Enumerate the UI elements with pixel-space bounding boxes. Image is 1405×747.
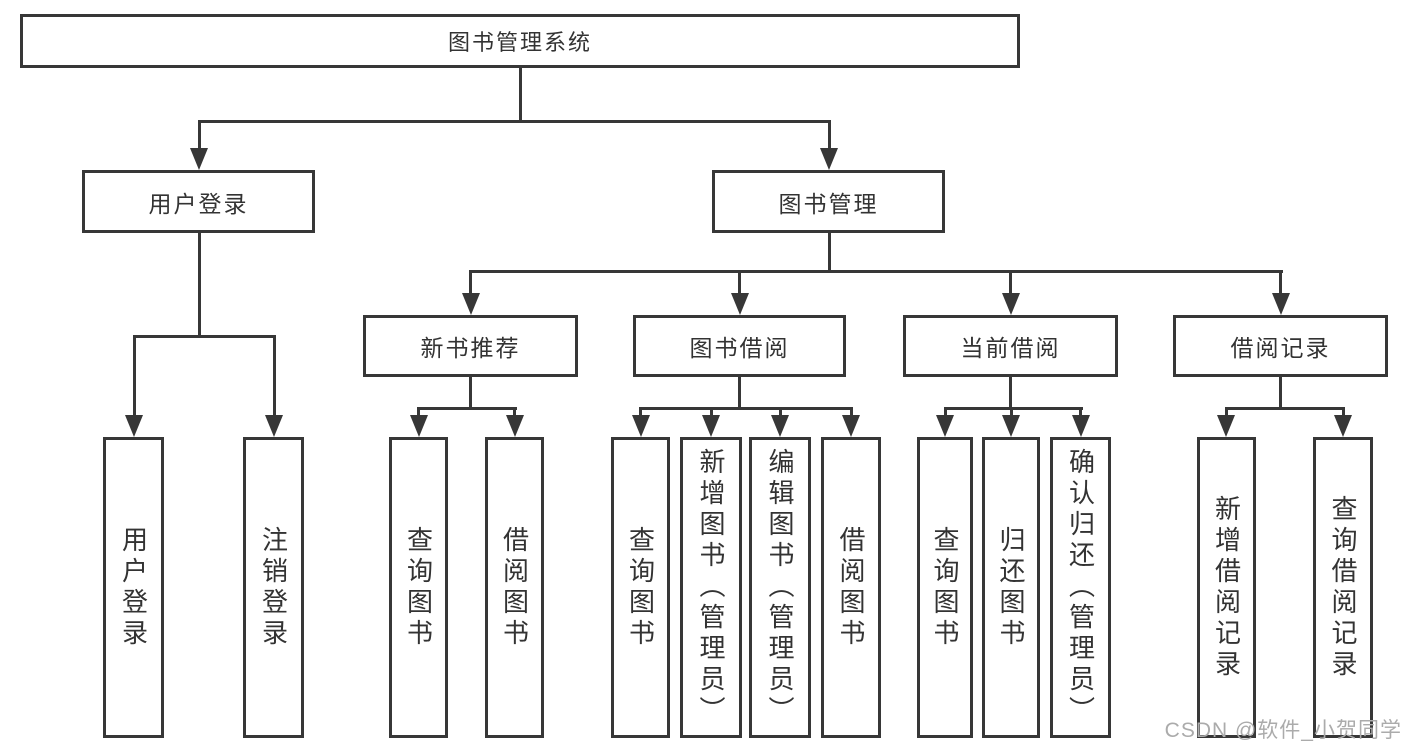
node-label: 图书借阅	[689, 335, 790, 361]
connector-drop-confirm-return	[1079, 407, 1082, 417]
connector-new-book-branch	[417, 407, 517, 410]
arrowhead-borrow-books-1	[505, 415, 524, 437]
node-book-borrowing: 图书借阅	[633, 315, 846, 377]
node-leaf-borrow-books-2: 借阅图书	[821, 437, 881, 738]
connector-user-login-stub	[197, 233, 201, 335]
arrowhead-add-book	[702, 415, 720, 437]
arrowhead-query-books-2	[631, 415, 650, 437]
node-label: 查询借阅记录	[1328, 494, 1358, 681]
node-leaf-logout: 注销登录	[243, 437, 304, 738]
csdn-watermark: CSDN @软件_小贺同学	[1164, 719, 1402, 742]
connector-drop-borrow-books-1	[513, 407, 516, 417]
node-leaf-edit-book-admin: 编辑图书（管理员）	[749, 437, 811, 738]
connector-drop-borrowing-records	[1279, 270, 1282, 293]
node-label: 借阅图书	[836, 525, 866, 650]
node-label: 注销登录	[258, 525, 289, 650]
node-current-borrowing: 当前借阅	[903, 315, 1118, 377]
arrowhead-borrow-books-2	[842, 415, 860, 437]
arrowhead-leaf-user-login	[125, 415, 143, 437]
arrowhead-edit-book	[771, 415, 789, 437]
node-label: 查询图书	[403, 525, 434, 650]
connector-drop-add-record	[1224, 407, 1228, 417]
connector-drop-edit-book	[778, 407, 782, 417]
node-label: 借阅记录	[1230, 335, 1331, 361]
arrowhead-query-books-3	[936, 415, 954, 437]
arrowhead-book-borrowing	[730, 293, 749, 315]
connector-drop-user-login	[197, 120, 201, 150]
connector-drop-borrow-books-2	[849, 407, 853, 417]
arrowhead-query-record	[1334, 415, 1352, 437]
node-label: 归还图书	[996, 525, 1026, 650]
connector-new-book-stub	[469, 377, 472, 407]
node-leaf-add-borrow-record: 新增借阅记录	[1197, 437, 1256, 738]
node-leaf-return-book: 归还图书	[982, 437, 1040, 738]
connector-root-branch	[197, 120, 831, 123]
connector-root-stub	[518, 68, 522, 120]
node-label: 查询图书	[930, 525, 960, 650]
node-leaf-user-login: 用户登录	[103, 437, 164, 738]
node-library-system: 图书管理系统	[20, 14, 1020, 68]
connector-drop-query-books-2	[639, 407, 642, 417]
node-label: 确认归还（管理员）	[1065, 448, 1096, 727]
connector-book-borrow-stub	[738, 377, 741, 407]
node-leaf-query-borrow-record: 查询借阅记录	[1313, 437, 1373, 738]
arrowhead-borrowing-records	[1271, 293, 1290, 315]
arrowhead-leaf-logout	[265, 415, 283, 437]
node-label: 用户登录	[118, 525, 149, 650]
node-label: 新书推荐	[420, 335, 521, 361]
arrowhead-confirm-return	[1071, 415, 1090, 437]
connector-book-mgmt-branch	[469, 270, 1283, 273]
connector-drop-query-record	[1341, 407, 1345, 417]
node-label: 借阅图书	[499, 525, 530, 650]
arrowhead-book-management	[820, 148, 838, 170]
arrowhead-add-record	[1217, 415, 1235, 437]
node-borrowing-records: 借阅记录	[1173, 315, 1388, 377]
connector-records-stub	[1279, 377, 1282, 407]
node-book-management: 图书管理	[712, 170, 945, 233]
arrowhead-return-book	[1002, 415, 1020, 437]
node-label: 图书管理系统	[447, 30, 592, 55]
node-new-book-recommend: 新书推荐	[363, 315, 578, 377]
connector-current-borrow-stub	[1009, 377, 1012, 407]
connector-drop-query-books-1	[417, 407, 420, 417]
connector-book-borrow-branch	[639, 407, 853, 410]
node-label: 新增图书（管理员）	[696, 448, 726, 727]
node-label: 查询图书	[625, 525, 656, 650]
connector-drop-book-borrowing	[738, 270, 741, 293]
node-leaf-query-books-1: 查询图书	[389, 437, 448, 738]
node-leaf-confirm-return-admin: 确认归还（管理员）	[1050, 437, 1111, 738]
connector-drop-return-book	[1009, 407, 1013, 417]
node-user-login: 用户登录	[82, 170, 315, 233]
arrowhead-query-books-1	[409, 415, 428, 437]
arrowhead-new-book-recommend	[461, 293, 480, 315]
node-label: 编辑图书（管理员）	[765, 448, 795, 727]
node-label: 当前借阅	[960, 335, 1061, 361]
node-leaf-query-books-2: 查询图书	[611, 437, 670, 738]
connector-drop-query-books-3	[943, 407, 947, 417]
connector-book-mgmt-stub	[827, 233, 831, 270]
node-label: 用户登录	[148, 190, 249, 217]
connector-user-login-branch	[132, 335, 276, 338]
connector-drop-book-management	[827, 120, 831, 150]
node-label: 新增借阅记录	[1211, 494, 1242, 681]
connector-drop-leaf-logout	[272, 335, 276, 417]
node-leaf-query-books-3: 查询图书	[917, 437, 973, 738]
connector-records-branch	[1224, 407, 1345, 410]
node-leaf-borrow-books-1: 借阅图书	[485, 437, 544, 738]
arrowhead-current-borrowing	[1001, 293, 1020, 315]
connector-drop-leaf-user-login	[132, 335, 136, 417]
arrowhead-user-login	[190, 148, 208, 170]
node-label: 图书管理	[778, 190, 879, 217]
connector-drop-current-borrowing	[1009, 270, 1012, 293]
connector-drop-add-book	[709, 407, 713, 417]
connector-current-borrow-branch	[943, 407, 1083, 410]
node-leaf-add-book-admin: 新增图书（管理员）	[680, 437, 742, 738]
connector-drop-new-book-recommend	[469, 270, 472, 293]
